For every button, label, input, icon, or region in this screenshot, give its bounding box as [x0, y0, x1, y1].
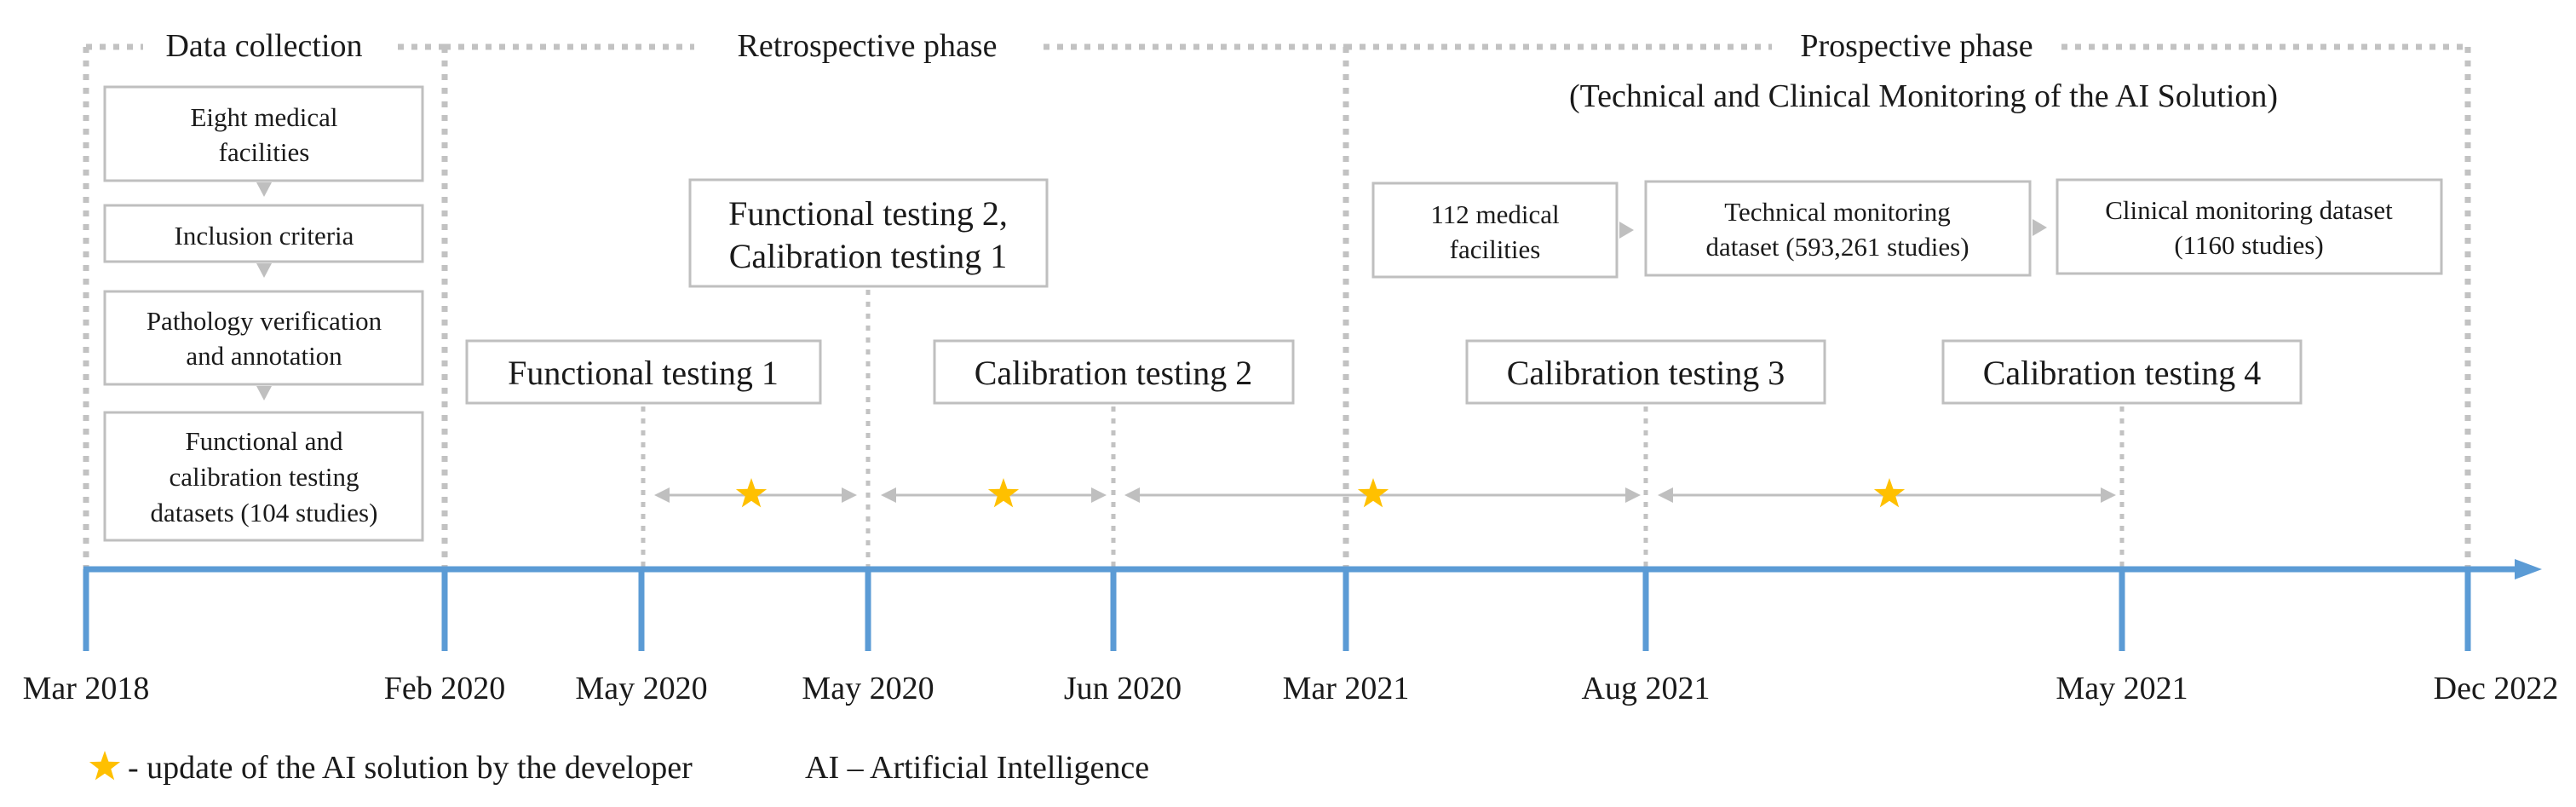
step-text: Eight medical — [190, 102, 337, 132]
star-icon — [735, 478, 768, 508]
testing-boxes: Functional testing 1 Functional testing … — [465, 178, 2303, 405]
timeline — [83, 559, 2542, 651]
chevron-down-icon — [256, 182, 272, 197]
box-label: Calibration testing 4 — [1983, 354, 2262, 392]
step-box-pathology-verification — [103, 290, 424, 386]
step-text: calibration testing — [170, 462, 359, 492]
date-label: Aug 2021 — [1582, 671, 1711, 706]
data-collection-steps: Eight medical facilities Inclusion crite… — [103, 85, 424, 542]
step-text: facilities — [219, 137, 310, 167]
update-stars — [735, 478, 1906, 508]
step-text: and annotation — [186, 341, 342, 371]
flow-box-clinical-monitoring — [2056, 178, 2443, 275]
step-box-eight-facilities — [103, 85, 424, 182]
star-icon — [89, 751, 121, 781]
step-text: Pathology verification — [147, 306, 382, 336]
box-label: Functional testing 1 — [508, 354, 779, 392]
step-box-inclusion-criteria — [103, 204, 424, 263]
chevron-right-icon — [2033, 219, 2047, 236]
date-label: Dec 2022 — [2434, 671, 2559, 706]
step-box-testing-datasets — [103, 411, 424, 542]
date-label: Mar 2018 — [23, 671, 150, 706]
timeline-arrowhead — [2515, 559, 2542, 579]
star-icon — [1873, 478, 1906, 508]
box-label: Calibration testing 2 — [975, 354, 1253, 392]
timeline-dates: Mar 2018 Feb 2020 May 2020 May 2020 Jun … — [23, 671, 2559, 706]
legend-star-text: - update of the AI solution by the devel… — [128, 750, 693, 786]
flow-text: dataset (593,261 studies) — [1705, 232, 1969, 262]
flow-text: (1160 studies) — [2174, 230, 2323, 260]
date-label: Feb 2020 — [384, 671, 506, 706]
chevron-right-icon — [1619, 222, 1634, 239]
step-text: Inclusion criteria — [175, 221, 354, 251]
phase-frames — [83, 43, 2471, 569]
box-functional-2-calibration-1 — [688, 178, 1049, 288]
box-label: Functional testing 2, — [728, 194, 1008, 233]
step-text: datasets (104 studies) — [151, 498, 378, 527]
step-text: Functional and — [185, 426, 343, 456]
monitoring-flow: 112 medical facilities Technical monitor… — [1371, 178, 2443, 279]
phase-title-data-collection: Data collection — [165, 28, 362, 64]
phase-subtitle-prospective: (Technical and Clinical Monitoring of th… — [1569, 78, 2278, 114]
legend-abbreviation: AI – Artificial Intelligence — [805, 750, 1149, 786]
star-icon — [987, 478, 1020, 508]
flow-box-112-facilities — [1371, 182, 1619, 279]
date-label: Mar 2021 — [1283, 671, 1410, 706]
date-label: Jun 2020 — [1064, 671, 1182, 706]
box-calibration-testing-4 — [1941, 339, 2303, 405]
legend: - update of the AI solution by the devel… — [89, 750, 1149, 786]
box-label: Calibration testing 3 — [1507, 354, 1785, 392]
flow-text: 112 medical — [1430, 199, 1559, 229]
date-label: May 2021 — [2056, 671, 2188, 706]
flow-text: Technical monitoring — [1724, 197, 1951, 227]
date-label: May 2020 — [802, 671, 934, 706]
date-label: May 2020 — [575, 671, 707, 706]
chevron-down-icon — [256, 263, 272, 278]
star-icon — [1357, 478, 1389, 508]
flow-text: facilities — [1450, 234, 1541, 264]
box-label: Calibration testing 1 — [729, 237, 1008, 275]
flow-text: Clinical monitoring dataset — [2105, 195, 2393, 225]
box-calibration-testing-3 — [1465, 339, 1826, 405]
guide-lines — [641, 290, 2125, 569]
box-functional-testing-1 — [465, 339, 822, 405]
phase-title-prospective: Prospective phase — [1800, 28, 2033, 64]
interval-arrow — [881, 487, 1107, 503]
flow-box-technical-monitoring — [1644, 180, 2032, 277]
interval-arrow — [1124, 487, 1641, 503]
chevron-down-icon — [256, 386, 272, 401]
phase-title-retrospective: Retrospective phase — [738, 28, 998, 64]
box-calibration-testing-2 — [933, 339, 1295, 405]
